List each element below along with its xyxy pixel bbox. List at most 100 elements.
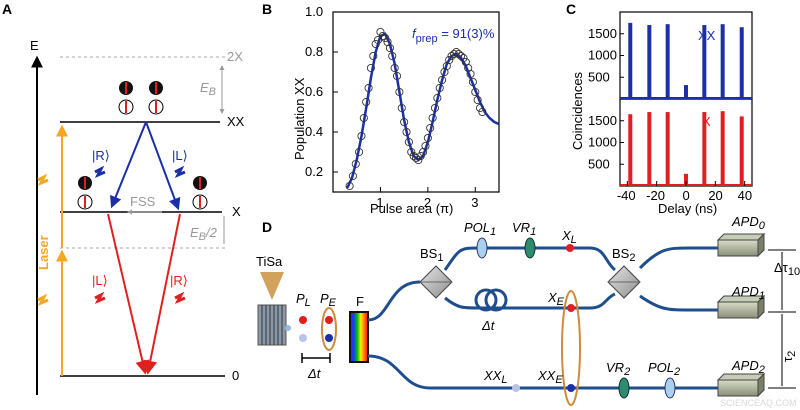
fiber-to-apd1 xyxy=(639,294,718,312)
xxl-dot xyxy=(512,384,520,392)
plot-c-x-legend: X xyxy=(702,114,711,129)
panel-a-label: A xyxy=(2,1,12,17)
photon-icon xyxy=(94,165,106,178)
bs2-label: BS2 xyxy=(612,246,635,264)
plot-b-point xyxy=(466,69,475,79)
xxl-label: XXL xyxy=(483,368,507,386)
fiber-to-bs1 xyxy=(367,280,421,322)
dt-label: Δt xyxy=(307,366,322,381)
xx-to-x-l-arrow xyxy=(145,121,181,211)
plot-c-peak xyxy=(739,27,744,100)
plot-b-point xyxy=(423,133,432,143)
l-top-label: |L⟩ xyxy=(172,148,188,163)
vr2-label: VR2 xyxy=(606,360,630,378)
plot-c-ylabel: Coincidences xyxy=(570,71,585,150)
plot-c-ytick-label: 500 xyxy=(588,69,610,84)
plot-b-point xyxy=(357,131,366,141)
xl-label: XL xyxy=(561,228,577,246)
level-x-label: X xyxy=(232,204,241,219)
loop-dt-label: Δt xyxy=(481,318,496,333)
plot-b-point xyxy=(362,97,371,107)
plot-b-point xyxy=(416,151,425,161)
plot-b-point xyxy=(475,103,485,113)
plot-c-ytick-label: 1500 xyxy=(588,113,617,128)
pe-ellipse xyxy=(321,307,337,351)
plot-b-ytick-label: 0.8 xyxy=(305,44,323,59)
apd2-icon xyxy=(716,372,766,398)
l-bot-label: |L⟩ xyxy=(92,273,108,288)
xxe-label: XXE xyxy=(537,368,563,386)
vr2-icon xyxy=(618,377,630,399)
plot-b-point xyxy=(428,113,437,123)
plot-b-xtick-label: 1 xyxy=(376,195,383,210)
plot-c-peak xyxy=(665,112,670,186)
dtau10-label: Δτ10 xyxy=(774,260,800,278)
plot-c-xtick-label: -40 xyxy=(617,188,636,203)
plot-b-point xyxy=(411,153,421,163)
plot-b-xlabel: Pulse area (π) xyxy=(370,201,453,216)
plot-b-xtick-label: 2 xyxy=(424,195,431,210)
pl-blue-dot xyxy=(299,334,307,342)
plot-c-peak xyxy=(628,22,633,99)
pol2-label: POL2 xyxy=(648,360,680,378)
plot-b-point xyxy=(351,159,360,169)
plot-b-point xyxy=(421,141,430,151)
x-to-0-r-arrow xyxy=(143,213,181,375)
plot-b-ylabel: Population XX xyxy=(292,77,307,160)
delay-loop-icon xyxy=(474,288,498,312)
plot-c-xx-legend: XX xyxy=(698,28,716,43)
plot-b-point xyxy=(414,155,423,165)
plot-b-point xyxy=(426,123,435,133)
plot-b-point xyxy=(390,63,399,73)
apd1-icon xyxy=(716,294,766,320)
vr1-icon xyxy=(524,237,536,259)
plot-c-xtick-label: 0 xyxy=(683,188,690,203)
plot-b-point xyxy=(454,49,463,59)
tau2-label: τ2 xyxy=(780,351,798,362)
energy-axis-label: E xyxy=(30,38,39,53)
plot-b-point xyxy=(385,43,394,53)
plot-b-point xyxy=(452,47,461,57)
photon-icon xyxy=(174,165,186,178)
plot-c-xtick-label: 40 xyxy=(738,188,752,203)
xx-carriers xyxy=(118,81,164,115)
grating-icon xyxy=(257,304,287,346)
apd0-label: APD0 xyxy=(731,214,766,232)
fiber-lower-arm xyxy=(444,292,616,310)
panel-a: A E 2X XX X 0 EB EB/2 FSS |R⟩ |L⟩ |L⟩ |R… xyxy=(2,1,245,395)
plot-c-xlabel: Delay (ns) xyxy=(658,201,717,216)
plot-b-point xyxy=(457,51,466,61)
eb2-label: EB/2 xyxy=(190,225,218,243)
panel-d: D TiSa PL PE Δt F Δt xyxy=(256,214,800,406)
level-2x-label: 2X xyxy=(227,49,243,64)
plot-b-point xyxy=(359,113,368,123)
level-0-label: 0 xyxy=(232,368,239,383)
pl-label: PL xyxy=(296,291,311,309)
plot-c-peak xyxy=(720,24,725,99)
plot-b-point xyxy=(404,137,413,147)
plot-c-peak xyxy=(720,111,725,186)
plot-b-point xyxy=(366,63,375,73)
level-xx-label: XX xyxy=(227,114,245,129)
fss-label: FSS xyxy=(130,194,156,209)
fiber-to-apd0 xyxy=(638,246,718,270)
xl-dot xyxy=(566,244,574,252)
plot-c-peak xyxy=(628,114,633,186)
plot-c-ytick-label: 1000 xyxy=(588,48,617,63)
plot-c-peak xyxy=(684,85,688,99)
pl-red-dot xyxy=(299,316,307,324)
plot-b-point xyxy=(355,147,364,157)
plot-b-point xyxy=(376,27,385,37)
plot-b-point xyxy=(473,95,482,105)
plot-b-point xyxy=(445,55,454,65)
plot-b-point xyxy=(438,75,447,85)
panel-b-label: B xyxy=(262,1,272,17)
x-to-0-l-arrow xyxy=(107,213,150,375)
plot-c-xtick-label: 20 xyxy=(708,188,722,203)
plot-b-ytick-label: 0.2 xyxy=(305,164,323,179)
plot-b-point xyxy=(400,117,409,127)
plot-b-point xyxy=(378,31,387,41)
apd2-label: APD2 xyxy=(731,358,765,376)
